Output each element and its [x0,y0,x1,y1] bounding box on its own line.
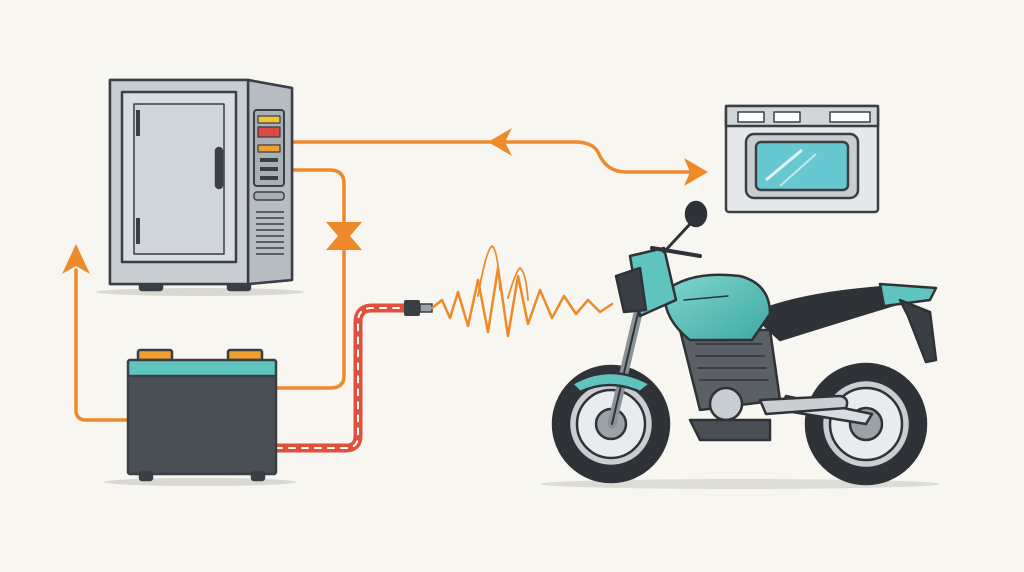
flow-cabinet-loop [274,168,346,390]
cabinet-icon [96,78,304,296]
arrowhead-left [488,128,512,156]
oven-icon [724,104,880,214]
flow-cabinet-to-oven [290,140,692,174]
valve-icon [326,222,362,250]
arrowhead-right [684,158,708,186]
arrowhead-up [62,244,90,274]
motorcycle-icon [540,200,940,489]
flow-battery-to-cabinet [74,268,130,422]
cable-battery-to-plug [271,303,411,453]
signal-wave-icon [430,245,614,338]
battery-icon [104,348,296,486]
plug-icon [404,300,433,316]
